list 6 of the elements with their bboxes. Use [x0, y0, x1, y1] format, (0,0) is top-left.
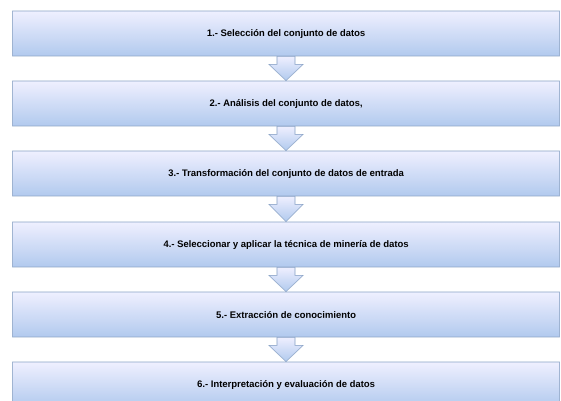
step-box: 6.- Interpretación y evaluación de datos — [12, 362, 560, 401]
block-arrow — [268, 337, 304, 362]
block-arrow — [268, 56, 304, 82]
block-arrow — [268, 267, 304, 292]
block-arrow — [268, 196, 304, 222]
block-arrow — [268, 126, 304, 152]
